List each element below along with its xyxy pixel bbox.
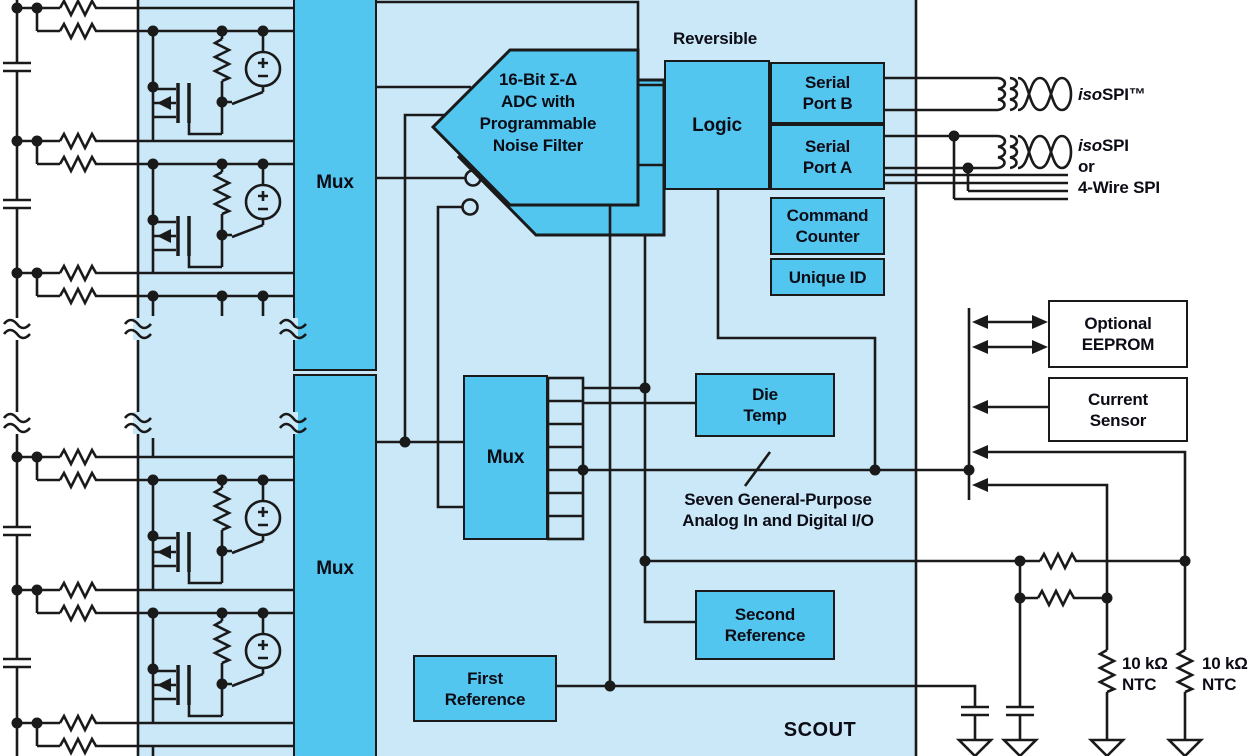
isospi-port-a-label: isoSPI or 4-Wire SPI [1078, 136, 1160, 197]
adc-label: 16-Bit Σ-Δ ADC with Programmable Noise F… [479, 70, 597, 155]
mux-bottom-label: Mux [316, 557, 354, 579]
serial-port-b-block: Serial Port B [770, 62, 885, 124]
ntc-left-label: 10 kΩ NTC [1122, 654, 1168, 694]
adc-input-terminal [464, 169, 482, 187]
adc-input-terminal [461, 198, 479, 216]
mux-bottom-block: Mux [293, 374, 377, 756]
scout-label: SCOUT [783, 719, 857, 741]
isospi-transformer-icon [990, 134, 1073, 170]
cell-balancing-circuits [148, 26, 281, 756]
reversible-label: Reversible [673, 29, 757, 48]
ntc-right-label: 10 kΩ NTC [1202, 654, 1248, 694]
external-circuitry [957, 308, 1203, 756]
isospi-port-b-label: isoSPI™ [1078, 85, 1146, 104]
first-reference-block: First Reference [413, 655, 557, 722]
mux-top-label: Mux [316, 172, 354, 193]
die-temp-block: Die Temp [695, 373, 835, 437]
mux-adc-wires [377, 0, 640, 509]
gpio-mux-ladder [546, 376, 585, 541]
logic-block: Logic [664, 60, 770, 190]
mux-top-block: Mux [293, 0, 377, 371]
ntc-thermistor-icon [1098, 648, 1116, 694]
command-counter-block: Command Counter [770, 197, 885, 255]
serial-port-a-block: Serial Port A [770, 124, 885, 190]
ntc-thermistor-icon [1176, 648, 1194, 694]
serial-wires [885, 76, 1073, 201]
mux-center-label: Mux [486, 447, 525, 468]
unique-id-block: Unique ID [770, 258, 885, 296]
isospi-transformer-icon [990, 76, 1073, 112]
internal-wires [557, 83, 1185, 707]
optional-eeprom-block: Optional EEPROM [1048, 300, 1188, 368]
second-reference-block: Second Reference [695, 590, 835, 660]
adc-shape [430, 48, 666, 237]
mux-center-block: Mux [463, 375, 548, 540]
gpio-label: Seven General-Purpose Analog In and Digi… [682, 490, 874, 530]
current-sensor-block: Current Sensor [1048, 377, 1188, 442]
